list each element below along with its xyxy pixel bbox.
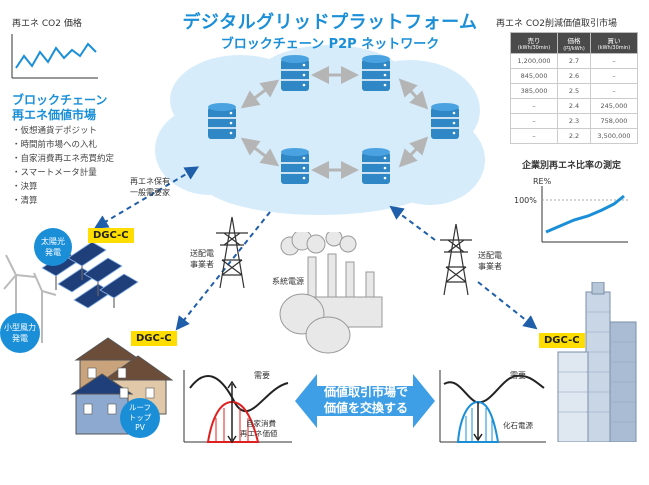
order-book-table: 売り(kWh/30min) 価格(円/kWh) 買い(kWh/30min) 1,… xyxy=(509,32,639,144)
co2-price-chart xyxy=(11,34,98,79)
wind-bubble: 小型風力発電 xyxy=(0,313,40,353)
re-ratio-ytick: 100% xyxy=(514,196,537,205)
dgc-badge: DGC-C xyxy=(88,228,134,243)
general-demand-label: 一般需要家 xyxy=(130,188,170,197)
demand-chart-left xyxy=(183,370,292,444)
dgc-badge: DGC-C xyxy=(131,331,177,346)
demand-label-right: 需要 xyxy=(510,371,526,380)
fossil-label: 化石電源 xyxy=(503,421,533,430)
power-plant-icon xyxy=(279,232,383,354)
left-market-list: ・仮想通貨デポジット ・時間前市場への入札 ・自家消費再エネ売買約定 ・スマート… xyxy=(12,124,114,208)
right-market-title: 再エネ CO2削減価値取引市場 xyxy=(496,19,617,29)
exchange-arrow xyxy=(295,374,435,428)
co2-price-label: 再エネ CO2 価格 xyxy=(12,19,82,29)
demand-chart-right xyxy=(439,370,546,443)
page-subtitle: ブロックチェーン P2P ネットワーク xyxy=(220,37,440,52)
re-ratio-title: 企業別再エネ比率の測定 xyxy=(522,161,622,171)
self-consumption-label-1: 自家消費 xyxy=(246,419,276,428)
demand-label-left: 需要 xyxy=(254,371,270,380)
transmission-left-label-2: 事業者 xyxy=(190,260,214,269)
dgc-badge: DGC-C xyxy=(539,333,585,348)
re-ratio-ylabel: RE% xyxy=(533,177,552,186)
re-ratio-chart xyxy=(541,186,628,243)
re-holdings-label: 再エネ保有 xyxy=(130,177,170,186)
column-header: 買い(kWh/30min) xyxy=(589,32,639,54)
houses-icon xyxy=(70,337,173,435)
list-item: ・自家消費再エネ売買約定 xyxy=(12,154,115,164)
transmission-right-label-1: 送配電 xyxy=(478,251,502,260)
list-item: ・決算 xyxy=(12,182,38,192)
list-item: ・時間前市場への入札 xyxy=(12,140,98,150)
list-item: ・清算 xyxy=(12,196,38,206)
list-item: ・仮想通貨デポジット xyxy=(12,126,98,136)
solar-bubble: 太陽光発電 xyxy=(34,228,72,266)
list-item: ・スマートメータ計量 xyxy=(12,168,97,178)
transmission-right-label-2: 事業者 xyxy=(478,262,502,271)
transmission-tower-icon xyxy=(216,216,248,289)
p2p-network xyxy=(207,55,460,185)
office-building-icon xyxy=(557,282,637,442)
wind-turbine-icon xyxy=(3,255,57,343)
exchange-text: 価値取引市場で価値を交換する xyxy=(323,385,408,415)
left-market-heading: ブロックチェーン 再エネ価値市場 xyxy=(12,93,108,122)
system-power-label: 系統電源 xyxy=(272,277,304,286)
transmission-left-label-1: 送配電 xyxy=(190,249,214,258)
page-title: デジタルグリッドプラットフォーム xyxy=(182,12,478,33)
self-consumption-label-2: 再エネ価値 xyxy=(240,429,278,438)
transmission-tower-icon xyxy=(440,223,472,296)
column-header: 売り(kWh/30min) xyxy=(509,32,559,54)
